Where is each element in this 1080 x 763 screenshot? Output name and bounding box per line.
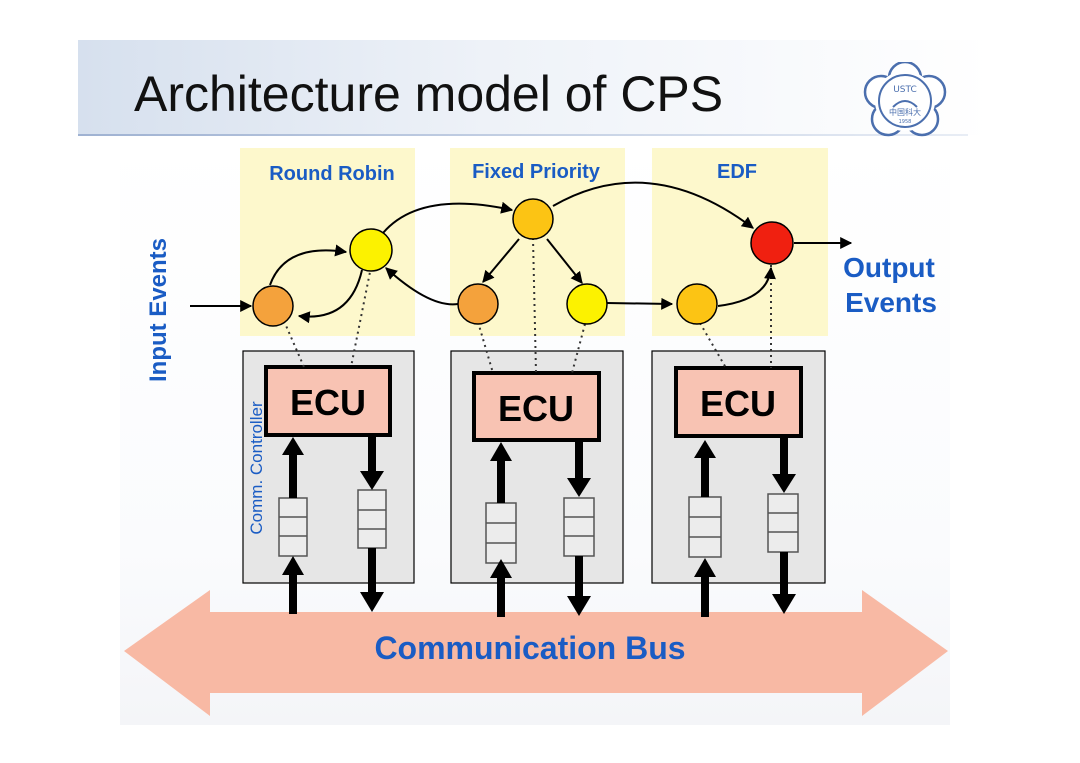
slide-title: Architecture model of CPS bbox=[134, 66, 724, 122]
ecu-label-3: ECU bbox=[700, 383, 776, 424]
ustc-logo: USTC 中国科大 1958 bbox=[863, 62, 947, 137]
queue-icon bbox=[688, 496, 722, 558]
output-events-label-line1: Output bbox=[843, 252, 935, 283]
queue-icon bbox=[767, 493, 799, 553]
comm-controller-label: Comm. Controller bbox=[247, 401, 266, 535]
ecu-box-1 bbox=[264, 365, 392, 437]
ecu-label-2: ECU bbox=[498, 388, 574, 429]
ecu-label-1: ECU bbox=[290, 382, 366, 423]
input-events-label: Input Events bbox=[145, 238, 172, 382]
ecu-box-2 bbox=[472, 371, 601, 442]
zone-label-edf: EDF bbox=[717, 161, 757, 183]
data-flow-arrows bbox=[282, 437, 796, 617]
queues bbox=[278, 489, 799, 564]
queue-icon bbox=[563, 497, 595, 557]
task-nodes bbox=[252, 198, 794, 327]
queue-icon bbox=[357, 489, 387, 549]
task-node bbox=[750, 221, 794, 265]
output-events-label-line2: Events bbox=[845, 287, 937, 318]
zone-label-fixed-priority: Fixed Priority bbox=[472, 161, 601, 183]
task-node bbox=[252, 285, 294, 327]
queue-icon bbox=[278, 497, 308, 557]
task-node bbox=[512, 198, 554, 240]
logo-year: 1958 bbox=[899, 119, 912, 125]
communication-bus-label: Communication Bus bbox=[374, 630, 685, 666]
queue-icon bbox=[485, 502, 517, 564]
task-node bbox=[349, 228, 393, 272]
communication-bus bbox=[124, 590, 948, 716]
ecu-box-3 bbox=[674, 366, 803, 438]
task-flow-arrows bbox=[190, 181, 853, 324]
title-band bbox=[78, 40, 990, 135]
logo-text: USTC bbox=[893, 85, 917, 95]
task-mapping-lines bbox=[283, 237, 772, 374]
zone-label-round-robin: Round Robin bbox=[269, 163, 395, 185]
task-node bbox=[457, 283, 499, 325]
title-rule bbox=[78, 134, 968, 136]
task-node bbox=[676, 283, 718, 325]
task-node bbox=[566, 283, 608, 325]
logo-chinese-text: 中国科大 bbox=[889, 107, 921, 117]
